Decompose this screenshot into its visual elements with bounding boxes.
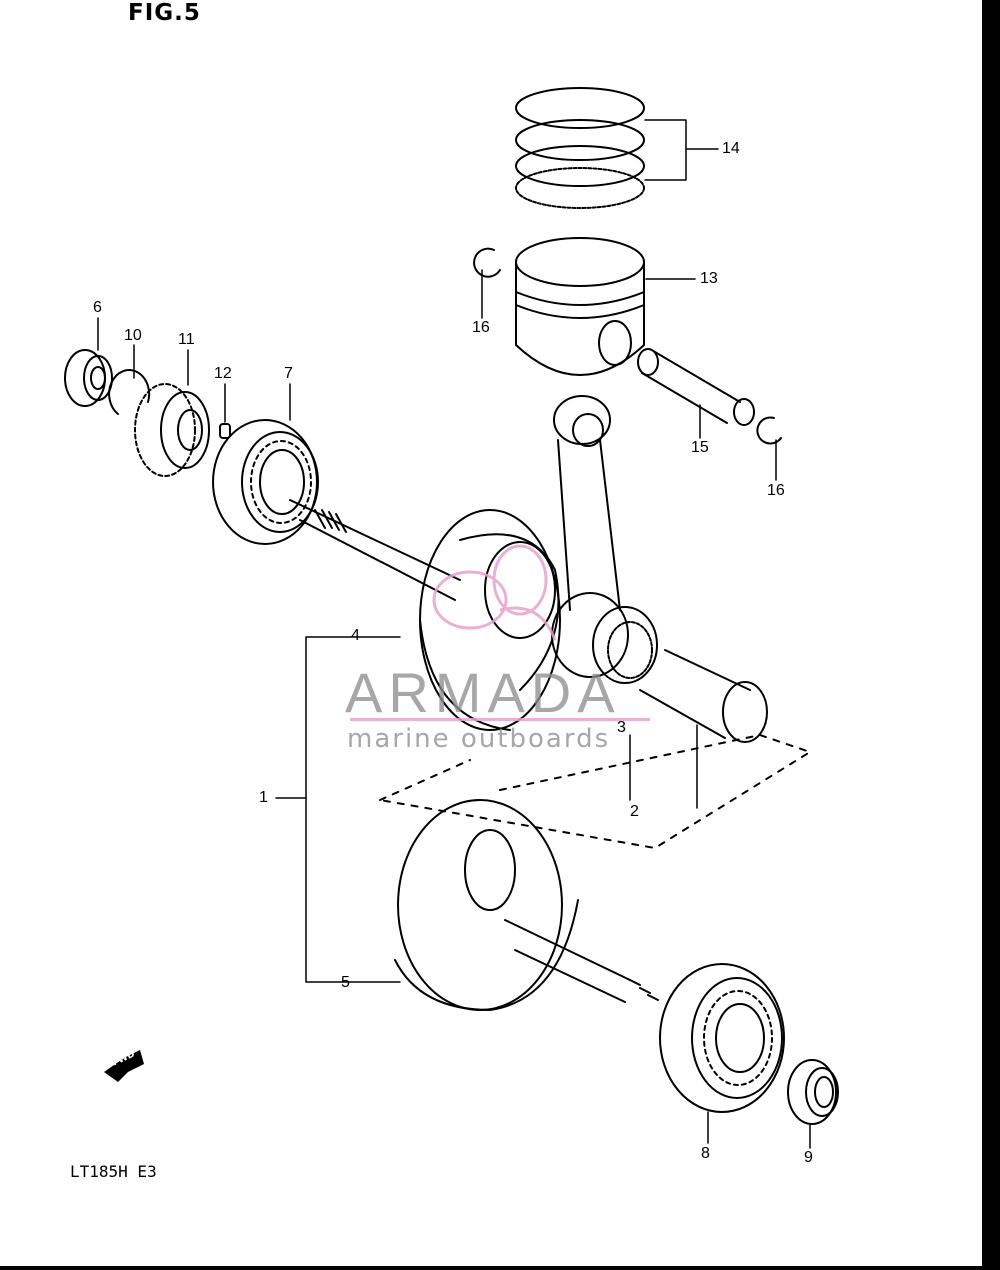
piston-ring-set [515, 87, 645, 209]
piston-pin [637, 348, 755, 426]
key-12 [219, 423, 231, 439]
watermark-logo-mark [432, 544, 557, 641]
oil-seal-9 [787, 1059, 839, 1125]
callout-16-lower: 16 [767, 482, 785, 499]
callout-11: 11 [178, 331, 195, 348]
watermark-tagline: marine outboards [347, 724, 611, 754]
callout-13: 13 [700, 270, 718, 287]
callout-16-upper: 16 [472, 319, 490, 336]
callout-2: 2 [630, 803, 639, 820]
callout-15: 15 [691, 439, 709, 456]
connecting-rod [551, 395, 629, 678]
gear-11 [134, 383, 210, 477]
watermark-brand: ARMADA [345, 661, 621, 724]
forward-arrow-icon [104, 1050, 144, 1082]
model-code: LT185H E3 [70, 1162, 157, 1181]
callout-10: 10 [124, 327, 142, 344]
right-frame-border [982, 0, 1000, 1270]
callout-1: 1 [259, 789, 268, 806]
circlip-10 [108, 369, 151, 415]
callout-12: 12 [214, 365, 232, 382]
callout-7: 7 [284, 365, 293, 382]
callout-6: 6 [93, 299, 102, 316]
piston [515, 237, 645, 376]
needle-bearing [592, 606, 658, 684]
bearing-7 [212, 419, 319, 545]
crank-pin [639, 649, 768, 743]
callout-8: 8 [701, 1145, 710, 1162]
crank-half-5 [394, 799, 659, 1011]
circlip-lower [756, 416, 782, 445]
crank-half-4 [289, 499, 561, 731]
watermark-divider [350, 718, 650, 721]
callout-5: 5 [341, 974, 350, 991]
callout-14: 14 [722, 140, 740, 157]
subassembly-outline [379, 734, 811, 849]
bottom-frame-border [0, 1266, 1000, 1270]
callout-9: 9 [804, 1149, 813, 1166]
circlip-upper [473, 247, 501, 278]
callout-4: 4 [351, 627, 360, 644]
bearing-8 [659, 963, 785, 1113]
bearing-6 [64, 349, 113, 407]
leader-lines [97, 119, 811, 1149]
callout-3: 3 [617, 719, 626, 736]
figure-title: FIG.5 [128, 0, 201, 26]
